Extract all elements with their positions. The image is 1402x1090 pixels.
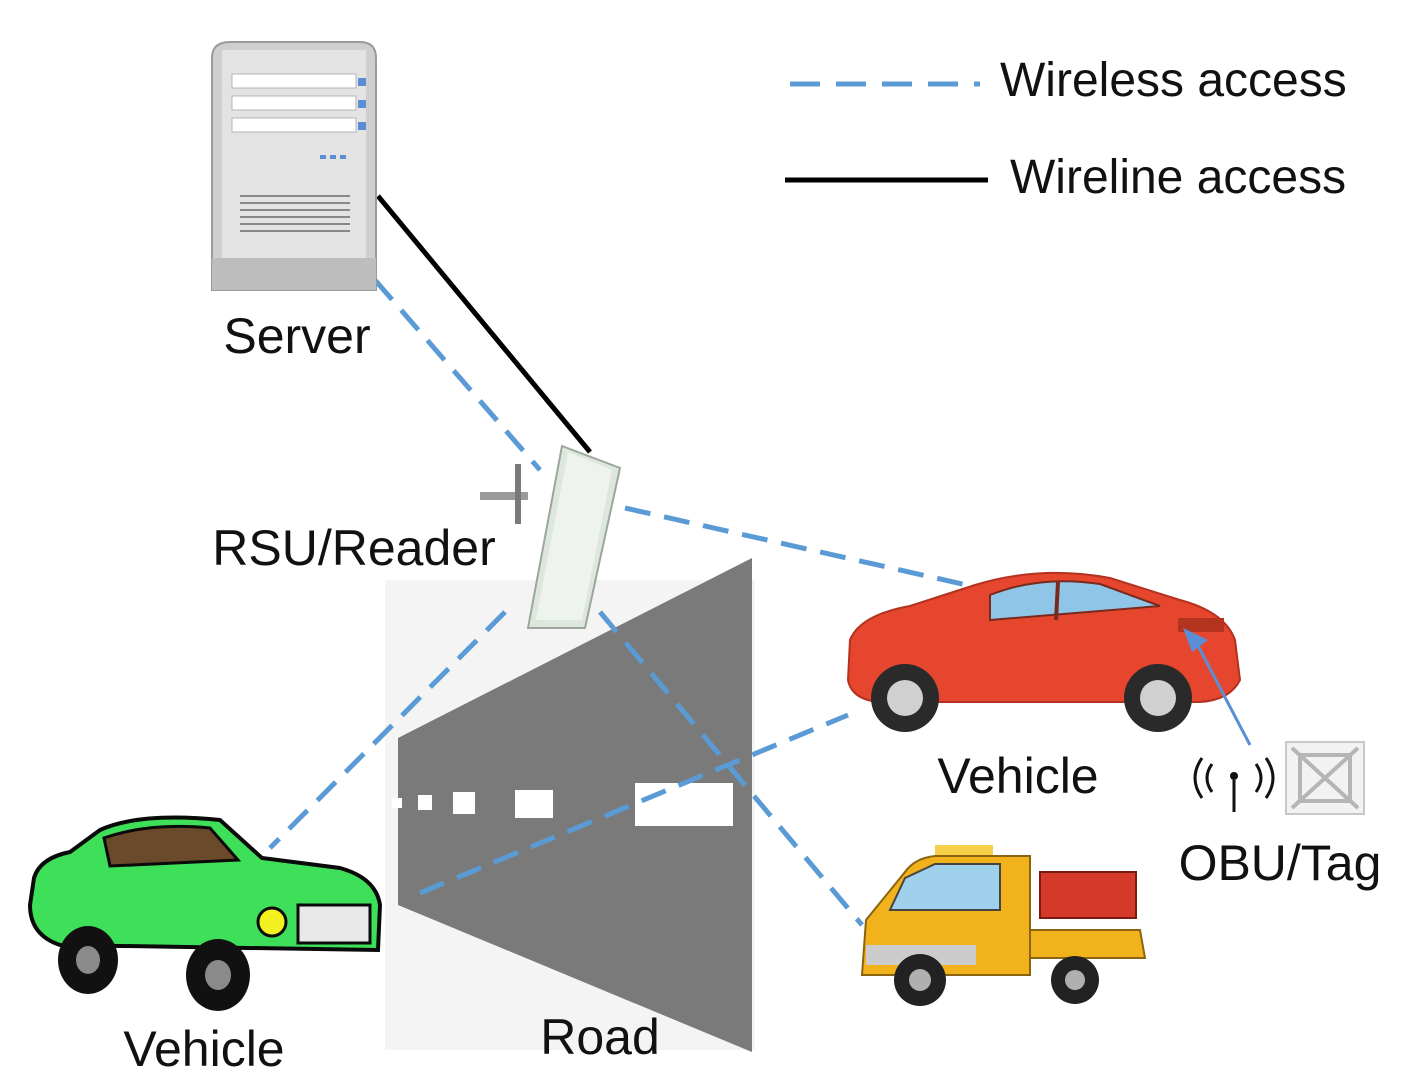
obu-label: OBU/Tag [1179,835,1382,891]
wireless-rsu-green-vehicle [268,610,507,850]
wireless-rsu-red-vehicle [624,505,981,591]
red-car-icon [846,571,1242,732]
server-label: Server [223,308,370,364]
road [385,558,755,1052]
wireline-server-rsu [376,194,592,454]
antenna-panel-icon [480,444,622,629]
wireless-server-rsu [373,278,542,472]
connections [268,194,981,927]
server-icon [211,41,377,291]
rsu-label: RSU/Reader [212,520,495,576]
lane-mark [515,790,553,818]
rfid-tag-icon [1193,741,1365,815]
legend: Wireless access Wireline access [785,54,1347,204]
vehicle-red-label: Vehicle [937,748,1098,804]
road-surface [398,558,752,1052]
lane-mark [392,798,402,808]
road-label: Road [540,1009,660,1065]
vehicle-green-label: Vehicle [123,1021,284,1077]
lane-mark [453,792,475,814]
lane-mark [635,783,733,826]
legend-wireline-label: Wireline access [1010,151,1346,204]
legend-wireless-label: Wireless access [1000,54,1347,107]
tow-truck-icon [860,845,1147,1006]
obu-pointer-arrow [1183,628,1252,746]
green-car-icon [27,815,383,1011]
wireless-rsu-truck [598,610,864,927]
lane-mark [418,795,432,810]
